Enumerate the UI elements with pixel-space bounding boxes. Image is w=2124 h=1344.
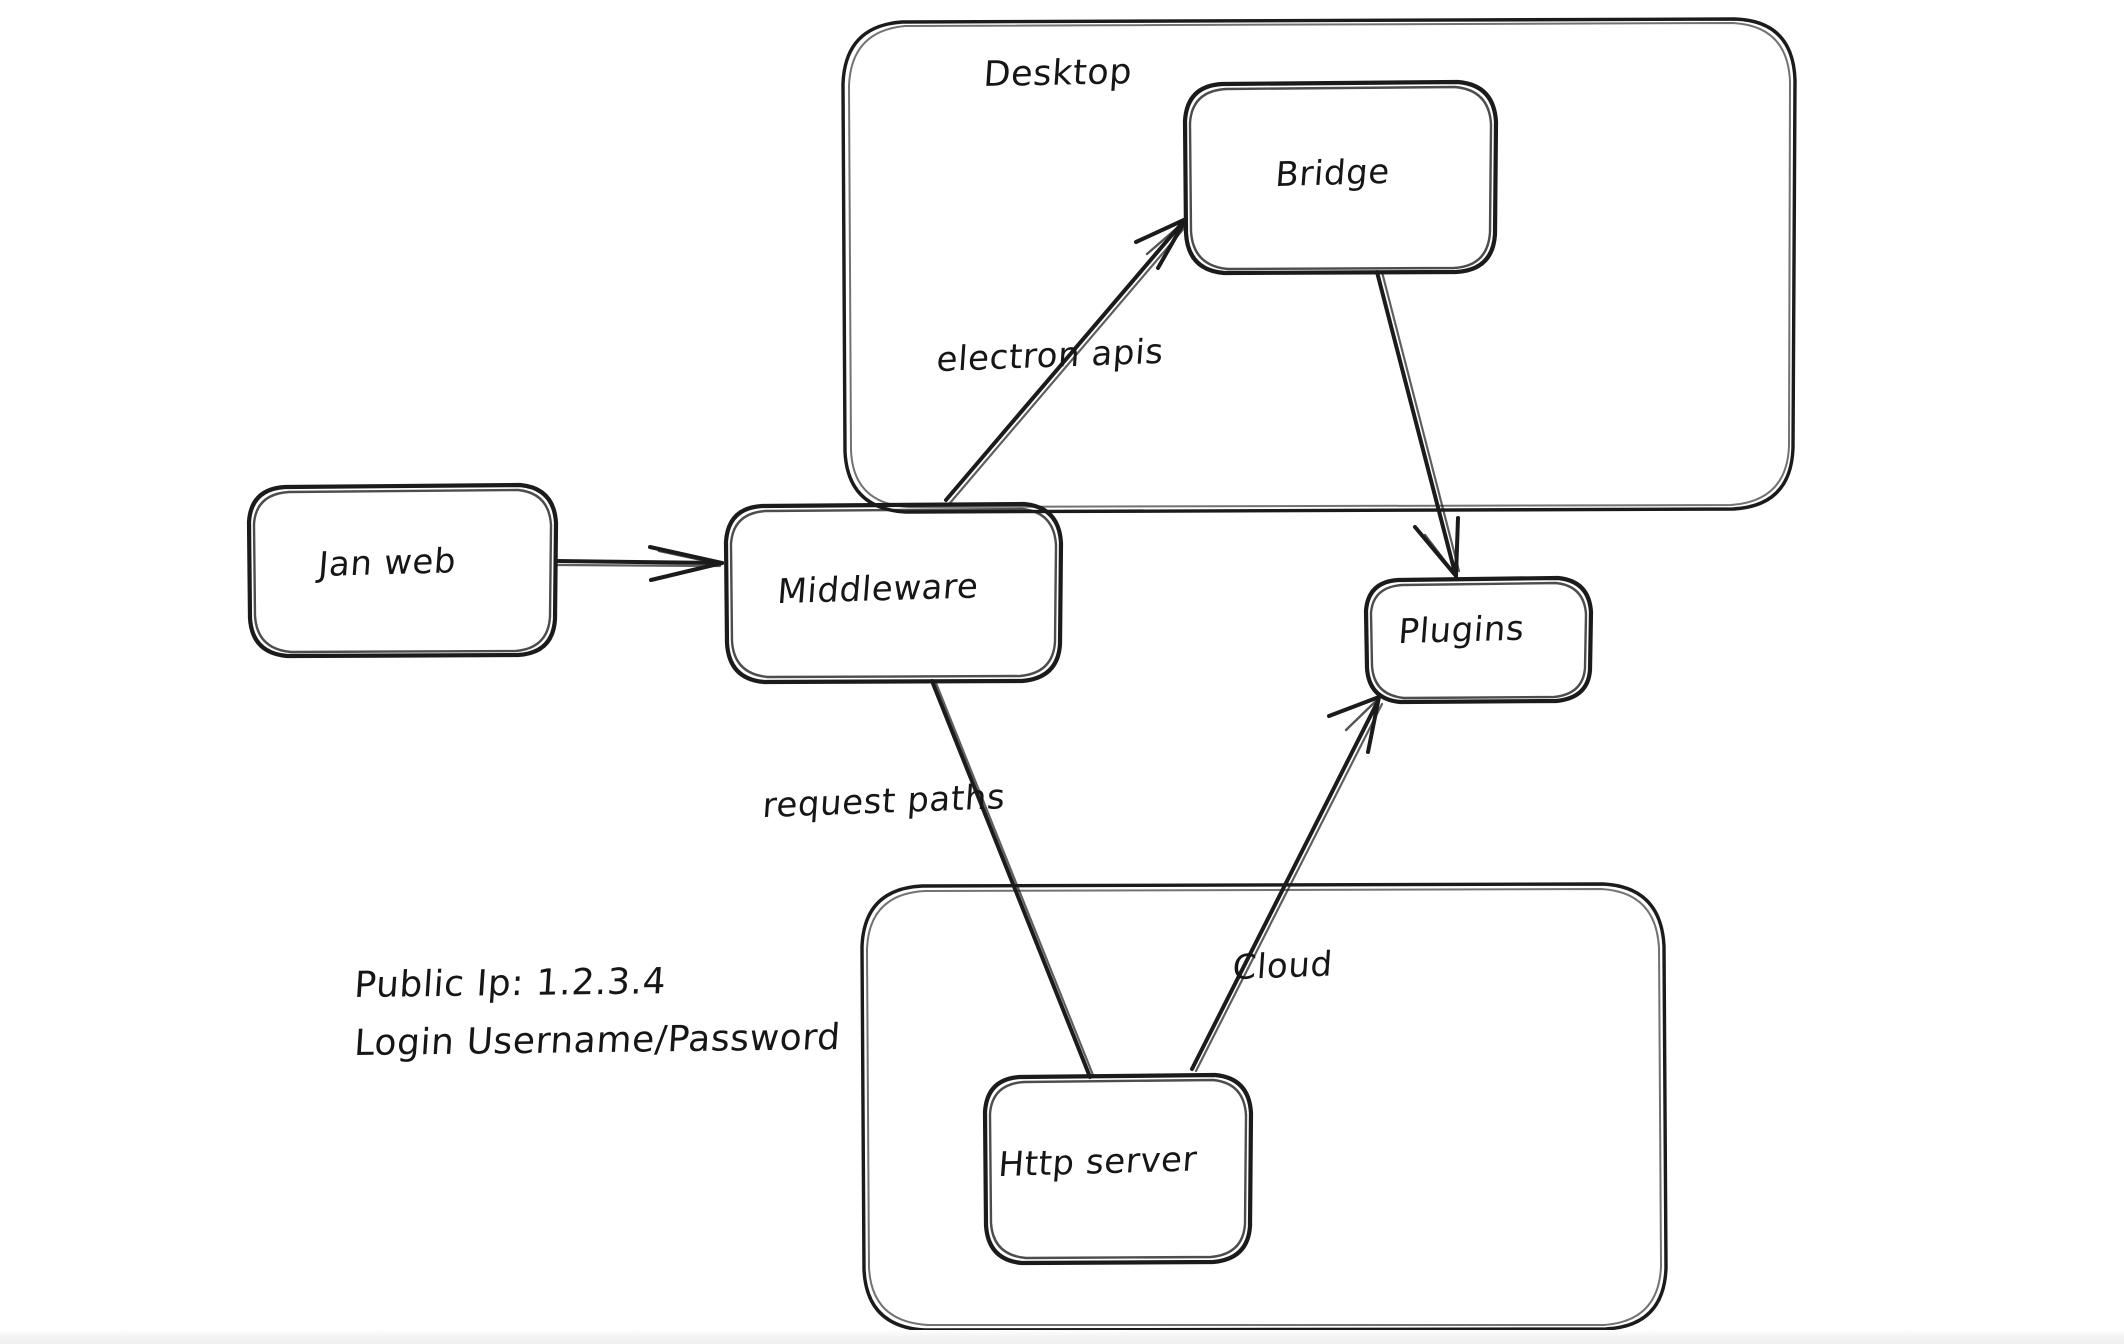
node-middleware-shape <box>723 501 1064 685</box>
group-cloud <box>860 882 1668 1332</box>
edge-label-electron-apis: electron apis <box>935 331 1165 381</box>
node-http-server-shape <box>982 1072 1254 1266</box>
edge-bridge-to-plugins <box>1375 270 1461 578</box>
node-label-http-server: Http server <box>996 1139 1199 1186</box>
edge-label-cloud: Cloud <box>1231 944 1335 989</box>
node-label-jan-web: Jan web <box>316 541 458 586</box>
node-label-plugins: Plugins <box>1396 608 1526 653</box>
node-label-bridge: Bridge <box>1273 151 1392 196</box>
node-jan-web-shape <box>246 482 559 659</box>
group-desktop <box>841 17 1797 514</box>
edge-middleware-to-http-server <box>930 679 1095 1079</box>
note-login-credentials: Login Username/Password <box>353 1017 842 1065</box>
group-label-desktop: Desktop <box>982 52 1134 96</box>
node-plugins-shape <box>1363 575 1594 705</box>
edge-http-server-to-plugins <box>1190 695 1384 1073</box>
bottom-edge-band <box>0 1330 2124 1344</box>
note-public-ip: Public Ip: 1.2.3.4 <box>353 961 668 1007</box>
edge-jan-web-to-middleware <box>554 545 724 582</box>
edge-middleware-to-bridge <box>944 217 1188 505</box>
node-bridge-shape <box>1182 79 1499 276</box>
node-label-middleware: Middleware <box>775 566 981 613</box>
